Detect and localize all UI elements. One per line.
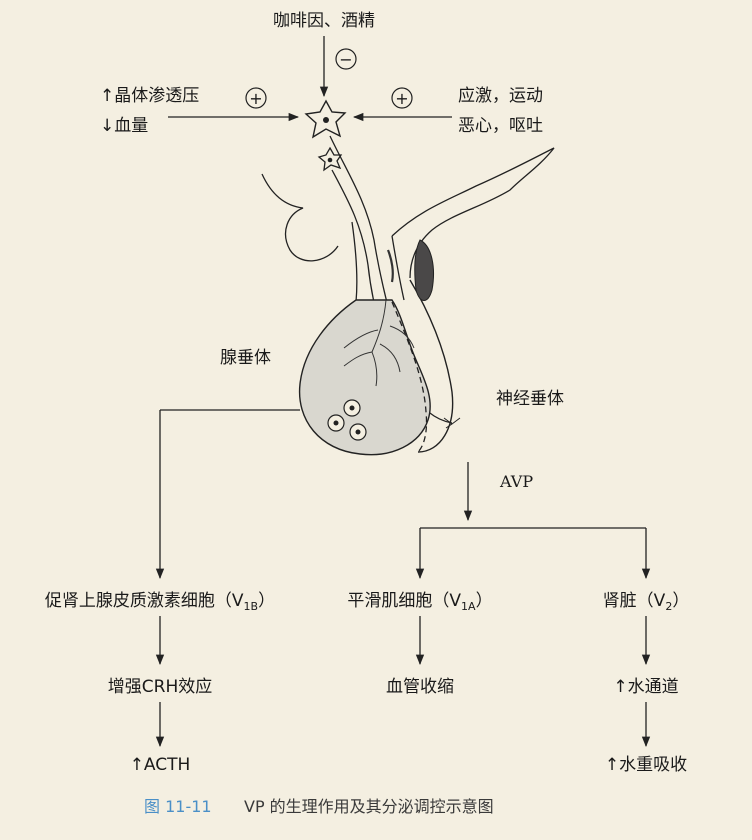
hypothalamic-neuron-small: [317, 146, 343, 172]
pars-intermedia: [414, 239, 434, 301]
minus-sign-circle: [335, 48, 357, 70]
hypothalamic-neuron-large: [304, 99, 347, 139]
optic-chiasm-outline: [391, 147, 555, 279]
acth-label: ↑ACTH: [130, 755, 191, 775]
neurohypophysis-outline: [409, 279, 454, 453]
figure-caption: VP 的生理作用及其分泌调控示意图: [244, 797, 494, 816]
crh-effect-label: 增强CRH效应: [108, 677, 212, 697]
avp-label: AVP: [499, 472, 533, 491]
water-reabsorption-label: ↑水重吸收: [605, 755, 687, 775]
stress-exercise-label: 应激，运动: [458, 86, 543, 106]
minus-sign: −: [339, 50, 352, 69]
hypothalamus-outline: [261, 173, 339, 262]
nausea-vomiting-label: 恶心，呕吐: [458, 116, 543, 136]
axon-terminal: [443, 417, 461, 429]
osmolality-label: ↑晶体渗透压: [100, 86, 199, 106]
blood-volume-label: ↓血量: [100, 116, 148, 136]
adenohypophysis-label: 腺垂体: [220, 348, 271, 368]
stalk-right-edge: [391, 235, 405, 301]
v2-receptor-label: 肾脏（V2）: [603, 591, 690, 613]
caffeine-alcohol-label: 咖啡因、酒精: [273, 11, 375, 31]
portal-capillaries: [343, 299, 415, 387]
plus-sign-left: +: [249, 89, 262, 108]
stalk-left-edge: [351, 221, 358, 303]
figure-number: 图 11-11: [144, 797, 212, 816]
vasoconstriction-label: 血管收缩: [386, 677, 454, 697]
plus-sign-right: +: [395, 89, 408, 108]
lobe-boundary: [391, 301, 428, 453]
plus-sign-right-circle: [391, 87, 413, 109]
neurohypophysis-label: 神经垂体: [496, 389, 564, 409]
v1a-receptor-label: 平滑肌细胞（V1A）: [347, 591, 492, 613]
portal-vessel: [386, 249, 394, 283]
plus-sign-left-circle: [245, 87, 267, 109]
aquaporin-label: ↑水通道: [613, 677, 678, 697]
secretory-cells: [327, 399, 367, 441]
v1b-receptor-label: 促肾上腺皮质激素细胞（V1B）: [45, 591, 275, 613]
